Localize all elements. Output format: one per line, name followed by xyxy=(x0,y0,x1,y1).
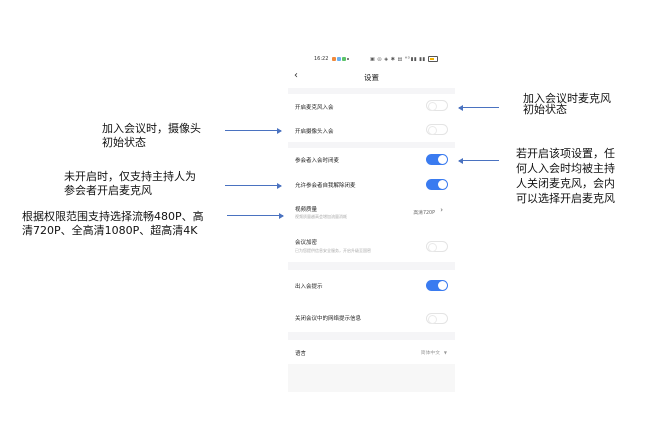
setting-description: 已为您提供信息安全服务，开启升级至国密 xyxy=(295,248,371,253)
setting-mic-on-join: 开启麦克风入会 xyxy=(288,94,455,118)
app-icon xyxy=(342,56,346,61)
join-leave-prompt-toggle[interactable] xyxy=(426,280,448,291)
section-divider xyxy=(288,88,455,94)
encryption-toggle[interactable] xyxy=(426,241,448,252)
annotation-line: 根据权限范围支持选择流畅480P、高 xyxy=(22,210,204,223)
setting-label: 开启摄像头入会 xyxy=(295,129,334,135)
video-quality-value: 高清720P xyxy=(413,211,435,216)
arrow-right-icon xyxy=(225,127,282,134)
row-divider xyxy=(295,196,455,197)
toggle-knob xyxy=(438,155,447,164)
setting-language[interactable]: 语言 简体中文 ▼ xyxy=(288,340,455,364)
page-title: 设置 xyxy=(364,73,379,82)
more-dot-icon xyxy=(347,57,349,60)
arrow-right-icon xyxy=(227,212,284,219)
row-divider xyxy=(295,227,455,228)
signal-icons: ▣ ◎ ◈ ✱ ▤ ᴴᴰ▮▮ ▮▮ xyxy=(370,56,426,63)
battery-icon xyxy=(427,56,438,62)
app-icon xyxy=(337,56,341,61)
setting-allow-self-unmute: 允许参会者自我解除闭麦 xyxy=(288,172,455,197)
setting-label: 关闭会议中的网络提示信息 xyxy=(295,316,362,322)
annotation-video-quality: 根据权限范围支持选择流畅480P、高 清720P、全高清1080P、超高清4K xyxy=(22,210,204,238)
setting-hide-network-tips: 关闭会议中的网络提示信息 xyxy=(288,300,455,332)
annotation-line: 加入会议时，摄像头 xyxy=(102,122,201,135)
setting-label: 允许参会者自我解除闭麦 xyxy=(295,183,356,189)
annotation-mic-initial: 加入会议时麦克风 初始状态 xyxy=(523,93,611,115)
camera-on-join-toggle[interactable] xyxy=(426,124,448,135)
hide-network-tips-toggle[interactable] xyxy=(426,313,448,324)
empty-area xyxy=(288,364,455,392)
annotation-line: 初始状态 xyxy=(523,103,567,116)
annotation-camera-initial: 加入会议时，摄像头 初始状态 xyxy=(102,122,201,150)
app-icon xyxy=(332,56,336,61)
row-divider xyxy=(295,171,455,172)
toggle-knob xyxy=(438,180,447,189)
mic-on-join-toggle[interactable] xyxy=(426,100,448,111)
setting-label: 出入会提示 xyxy=(295,284,323,290)
mute-on-join-toggle[interactable] xyxy=(426,154,448,165)
setting-label: 参会者入会时闭麦 xyxy=(295,158,340,164)
annotation-mute-on-join: 若开启该项设置，任 何人入会时均被主持 人关闭麦克风，会内 可以选择开启麦克风 xyxy=(516,146,615,206)
setting-encryption: 会议加密 已为您提供信息安全服务，开启升级至国密 xyxy=(288,228,455,262)
setting-mute-on-join: 参会者入会时闭麦 xyxy=(288,148,455,172)
toggle-knob xyxy=(428,242,437,252)
setting-camera-on-join: 开启摄像头入会 xyxy=(288,118,455,142)
annotation-line: 清720P、全高清1080P、超高清4K xyxy=(22,224,198,237)
setting-label: 会议加密 xyxy=(295,240,318,246)
setting-label: 语言 xyxy=(295,351,307,357)
setting-description: 视频质量越高会增加流量消耗 xyxy=(295,214,347,219)
back-icon[interactable]: ‹ xyxy=(294,70,298,81)
annotation-self-unmute: 未开启时，仅支持主持人为 参会者开启麦克风 xyxy=(64,170,196,198)
status-bar: 16:22 ▣ ◎ ◈ ✱ ▤ ᴴᴰ▮▮ ▮▮ xyxy=(288,54,455,66)
nav-bar: ‹ 设置 xyxy=(288,68,455,88)
row-divider xyxy=(295,117,455,118)
toggle-knob xyxy=(438,281,447,290)
section-divider xyxy=(288,142,455,148)
arrow-left-icon xyxy=(458,157,499,164)
toggle-knob xyxy=(428,101,437,111)
status-time: 16:22 xyxy=(314,56,329,62)
arrow-left-icon xyxy=(458,104,499,111)
setting-label: 视频质量 xyxy=(295,207,318,213)
notification-icons xyxy=(332,56,350,62)
annotation-line: 可以选择开启麦克风 xyxy=(516,192,615,205)
setting-video-quality[interactable]: 视频质量 视频质量越高会增加流量消耗 高清720P › xyxy=(288,197,455,228)
dropdown-caret-icon: ▼ xyxy=(443,350,447,355)
section-divider xyxy=(288,262,455,270)
annotation-line: 参会者开启麦克风 xyxy=(64,184,152,197)
language-value: 简体中文 xyxy=(420,351,440,356)
setting-join-leave-prompt: 出入会提示 xyxy=(288,270,455,300)
setting-label: 开启麦克风入会 xyxy=(295,105,334,111)
toggle-knob xyxy=(428,314,437,324)
annotation-line: 何人入会时均被主持 xyxy=(516,162,615,175)
system-status-icons: ▣ ◎ ◈ ✱ ▤ ᴴᴰ▮▮ ▮▮ xyxy=(370,56,438,63)
annotation-line: 若开启该项设置，任 xyxy=(516,147,615,160)
chevron-right-icon: › xyxy=(440,206,443,214)
allow-self-unmute-toggle[interactable] xyxy=(426,179,448,190)
row-divider xyxy=(295,299,455,300)
annotation-line: 加入会议时麦克风 xyxy=(523,92,611,105)
toggle-knob xyxy=(428,125,437,135)
arrow-right-icon xyxy=(225,182,282,189)
annotation-line: 初始状态 xyxy=(102,136,146,149)
section-divider xyxy=(288,332,455,340)
phone-screen: 16:22 ▣ ◎ ◈ ✱ ▤ ᴴᴰ▮▮ ▮▮ ‹ 设置 开启麦克风入会 开启摄… xyxy=(288,50,455,392)
annotation-line: 未开启时，仅支持主持人为 xyxy=(64,170,196,183)
annotation-line: 人关闭麦克风，会内 xyxy=(516,177,615,190)
